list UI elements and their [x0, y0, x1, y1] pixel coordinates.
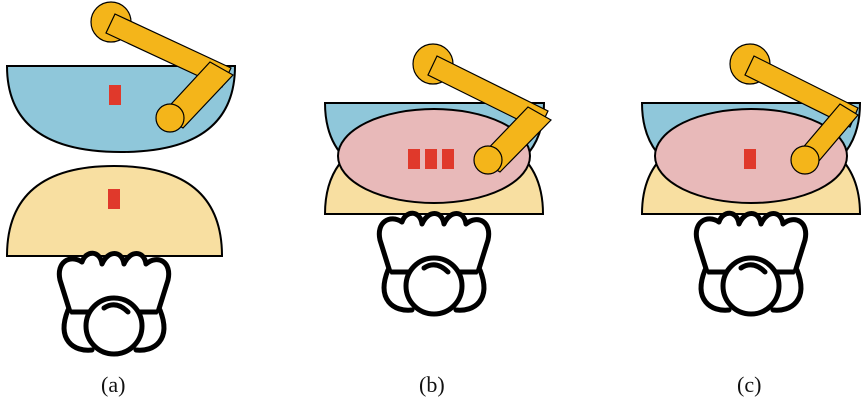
task-block — [744, 149, 756, 169]
task-block — [408, 149, 420, 169]
human-workspace — [7, 166, 222, 256]
panel-caption: (c) — [737, 372, 761, 397]
task-block — [109, 85, 121, 105]
panel-b: (b) — [325, 44, 551, 397]
human-top-view-icon — [59, 253, 168, 354]
human-top-view-icon — [379, 213, 488, 314]
task-block — [442, 149, 454, 169]
panel-caption: (b) — [419, 372, 445, 397]
human-top-view-icon — [696, 213, 805, 314]
task-block — [425, 149, 437, 169]
panel-c: (c) — [642, 44, 860, 397]
task-block — [108, 189, 120, 209]
panel-a: (a) — [7, 2, 235, 397]
panel-caption: (a) — [101, 372, 125, 397]
